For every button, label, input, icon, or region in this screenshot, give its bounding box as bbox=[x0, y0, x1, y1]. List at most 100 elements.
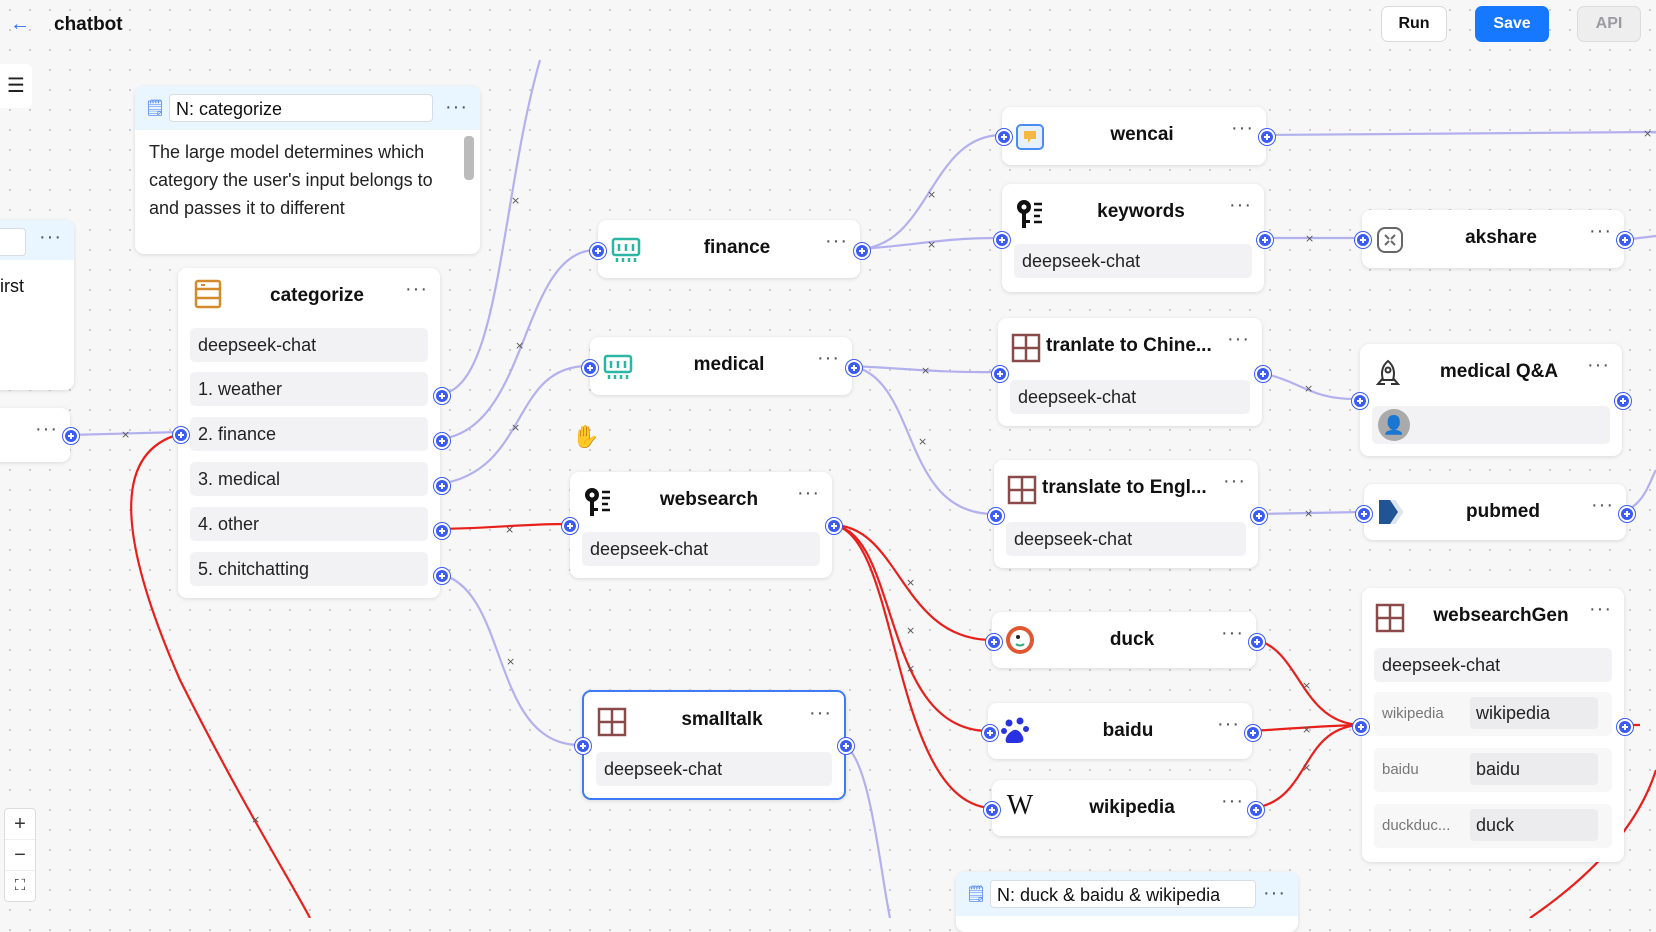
category-item[interactable]: 4. other bbox=[190, 507, 428, 541]
output-handle[interactable] bbox=[826, 518, 842, 534]
note-title-input[interactable]: N: categorize bbox=[169, 94, 433, 122]
save-button[interactable]: Save bbox=[1475, 6, 1549, 42]
input-handle[interactable] bbox=[992, 366, 1008, 382]
output-handle[interactable] bbox=[1617, 719, 1633, 735]
input-handle[interactable] bbox=[590, 243, 606, 259]
more-icon[interactable]: ··· bbox=[1223, 470, 1246, 492]
output-handle[interactable] bbox=[434, 568, 450, 584]
more-icon[interactable]: ··· bbox=[445, 96, 468, 118]
node-pubmed[interactable]: pubmed ··· bbox=[1364, 484, 1626, 540]
node-wencai[interactable]: wencai ··· bbox=[1002, 107, 1266, 165]
output-handle[interactable] bbox=[434, 523, 450, 539]
output-handle[interactable] bbox=[1615, 393, 1631, 409]
category-item[interactable]: 3. medical bbox=[190, 462, 428, 496]
input-handle[interactable] bbox=[1356, 506, 1372, 522]
more-icon[interactable]: ··· bbox=[817, 347, 840, 369]
more-icon[interactable]: ··· bbox=[1231, 117, 1254, 139]
input-handle[interactable] bbox=[582, 360, 598, 376]
node-translate-english[interactable]: translate to Engl... ··· deepseek-chat bbox=[994, 460, 1258, 568]
note-title-input[interactable]: N: duck & baidu & wikipedia bbox=[990, 880, 1256, 908]
output-handle[interactable] bbox=[1248, 802, 1264, 818]
more-icon[interactable]: ··· bbox=[1221, 622, 1244, 644]
param-value[interactable]: baidu bbox=[1470, 753, 1598, 785]
node-title: medical bbox=[693, 354, 765, 375]
input-handle[interactable] bbox=[988, 508, 1004, 524]
node-websearchgen[interactable]: websearchGen ··· deepseek-chat wikipedia… bbox=[1362, 588, 1624, 862]
input-handle[interactable] bbox=[562, 518, 578, 534]
category-item[interactable]: 2. finance bbox=[190, 417, 428, 451]
node-categorize[interactable]: categorize ··· deepseek-chat 1. weather … bbox=[178, 268, 440, 598]
zoom-out-button[interactable]: − bbox=[5, 840, 35, 871]
output-handle[interactable] bbox=[1245, 725, 1261, 741]
more-icon[interactable]: ··· bbox=[1221, 790, 1244, 812]
api-button[interactable]: API bbox=[1577, 6, 1641, 42]
more-icon[interactable]: ··· bbox=[1591, 494, 1614, 516]
more-icon[interactable]: ··· bbox=[1587, 354, 1610, 376]
input-handle[interactable] bbox=[173, 427, 189, 443]
output-handle[interactable] bbox=[434, 478, 450, 494]
model-field: deepseek-chat bbox=[1010, 380, 1250, 414]
param-value[interactable]: wikipedia bbox=[1470, 697, 1598, 729]
param-value[interactable]: duck bbox=[1470, 809, 1598, 841]
more-icon[interactable]: ··· bbox=[825, 230, 848, 252]
input-handle[interactable] bbox=[982, 725, 998, 741]
svg-text:×: × bbox=[921, 364, 930, 377]
more-icon[interactable]: ··· bbox=[1589, 220, 1612, 242]
node-baidu[interactable]: baidu ··· bbox=[988, 703, 1252, 759]
node-medical-qa[interactable]: medical Q&A ··· 👤 bbox=[1360, 344, 1622, 456]
node-akshare[interactable]: akshare ··· bbox=[1362, 210, 1624, 268]
output-handle[interactable] bbox=[846, 360, 862, 376]
input-handle[interactable] bbox=[1353, 719, 1369, 735]
output-handle[interactable] bbox=[1257, 232, 1273, 248]
output-handle[interactable] bbox=[1259, 129, 1275, 145]
output-handle[interactable] bbox=[1255, 366, 1271, 382]
node-duck[interactable]: duck ··· bbox=[992, 612, 1256, 668]
more-icon[interactable]: ··· bbox=[1217, 713, 1240, 735]
note-duck-baidu-wikipedia[interactable]: 🗒 N: duck & baidu & wikipedia ··· bbox=[956, 872, 1298, 932]
output-handle[interactable] bbox=[434, 388, 450, 404]
list-menu-icon[interactable]: ☰ bbox=[0, 64, 32, 108]
more-icon[interactable]: ··· bbox=[1589, 598, 1612, 620]
run-button[interactable]: Run bbox=[1381, 6, 1447, 42]
scrollbar[interactable] bbox=[464, 136, 474, 180]
node-smalltalk[interactable]: smalltalk ··· deepseek-chat bbox=[582, 690, 846, 800]
more-icon[interactable]: ··· bbox=[1227, 328, 1250, 350]
node-keywords[interactable]: keywords ··· deepseek-chat bbox=[1002, 184, 1264, 292]
input-handle[interactable] bbox=[1355, 232, 1371, 248]
more-icon[interactable]: ··· bbox=[797, 482, 820, 504]
input-handle[interactable] bbox=[996, 129, 1012, 145]
back-arrow-icon[interactable]: ← bbox=[10, 13, 30, 35]
node-websearch[interactable]: websearch ··· deepseek-chat bbox=[570, 472, 832, 578]
note-left-partial[interactable]: ··· irst bbox=[0, 220, 74, 390]
output-handle[interactable] bbox=[63, 428, 79, 444]
node-finance[interactable]: finance ··· bbox=[598, 220, 860, 278]
output-handle[interactable] bbox=[838, 738, 854, 754]
category-item[interactable]: 5. chitchatting bbox=[190, 552, 428, 586]
more-icon[interactable]: ··· bbox=[405, 278, 428, 300]
more-icon[interactable]: ··· bbox=[809, 702, 832, 724]
input-handle[interactable] bbox=[1352, 393, 1368, 409]
output-handle[interactable] bbox=[1619, 506, 1635, 522]
zoom-in-button[interactable]: + bbox=[5, 809, 35, 840]
input-handle[interactable] bbox=[986, 634, 1002, 650]
more-icon[interactable]: ··· bbox=[35, 418, 58, 440]
more-icon[interactable]: ··· bbox=[39, 226, 62, 248]
output-handle[interactable] bbox=[1249, 634, 1265, 650]
input-handle[interactable] bbox=[575, 738, 591, 754]
node-translate-chinese[interactable]: tranlate to Chine... ··· deepseek-chat bbox=[998, 318, 1262, 426]
output-handle[interactable] bbox=[434, 433, 450, 449]
node-medical[interactable]: medical ··· bbox=[590, 337, 852, 395]
node-begin-partial[interactable]: ··· bbox=[0, 408, 70, 462]
more-icon[interactable]: ··· bbox=[1263, 882, 1286, 904]
input-handle[interactable] bbox=[994, 232, 1010, 248]
categorize-icon bbox=[194, 279, 222, 309]
note-categorize[interactable]: 🗒 N: categorize ··· The large model dete… bbox=[135, 86, 480, 254]
fit-view-button[interactable]: ⛶ bbox=[14, 877, 26, 894]
node-wikipedia[interactable]: W wikipedia ··· bbox=[992, 780, 1256, 836]
more-icon[interactable]: ··· bbox=[1229, 194, 1252, 216]
output-handle[interactable] bbox=[1251, 508, 1267, 524]
output-handle[interactable] bbox=[1617, 232, 1633, 248]
category-item[interactable]: 1. weather bbox=[190, 372, 428, 406]
input-handle[interactable] bbox=[984, 802, 1000, 818]
output-handle[interactable] bbox=[854, 243, 870, 259]
